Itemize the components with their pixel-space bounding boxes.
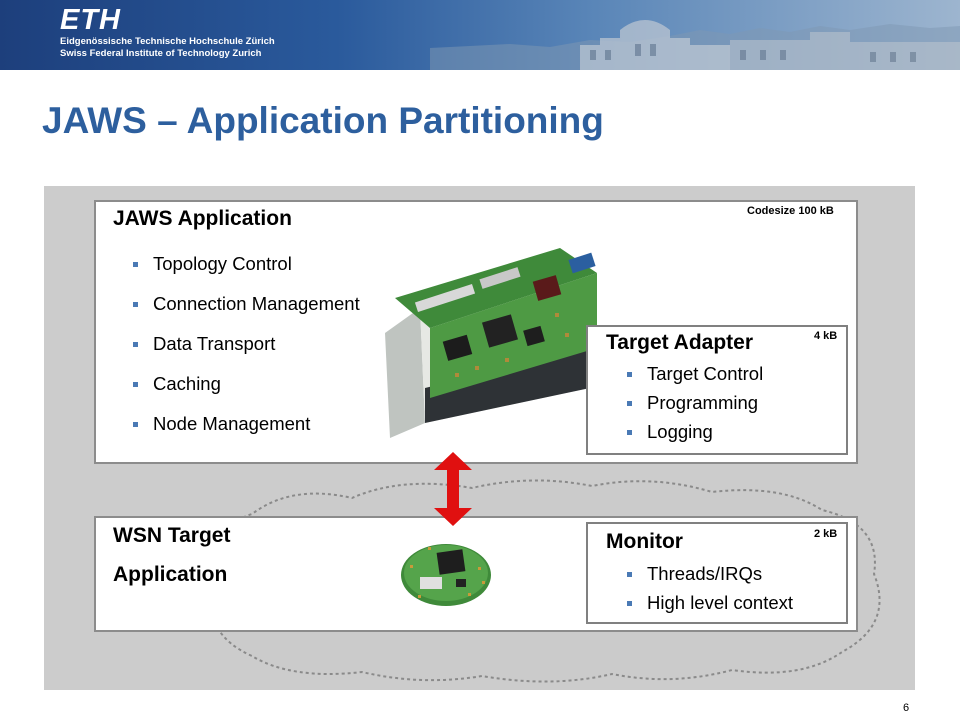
target-adapter-feature-list: Target Control Programming Logging [626, 363, 763, 450]
jaws-feature-list: Topology Control Connection Management D… [132, 252, 360, 452]
list-item: Target Control [626, 363, 763, 392]
list-item: Topology Control [132, 252, 360, 292]
sensor-node-image [401, 544, 491, 606]
eth-name-english: Swiss Federal Institute of Technology Zu… [60, 48, 262, 59]
monitor-heading: Monitor [606, 530, 683, 553]
zurich-skyline-image [430, 20, 960, 70]
wsn-target-heading-line1: WSN Target [113, 524, 231, 547]
page-number: 6 [903, 702, 910, 714]
monitor-size-label: 2 kB [814, 528, 838, 540]
double-arrow-icon [434, 452, 472, 526]
list-item: Programming [626, 392, 763, 421]
eth-header-banner: ETH Eidgenössische Technische Hochschule… [0, 0, 960, 70]
eth-name-german: Eidgenössische Technische Hochschule Zür… [60, 36, 275, 47]
jaws-codesize-label: Codesize 100 kB [747, 205, 834, 217]
monitor-feature-list: Threads/IRQs High level context [626, 563, 793, 621]
circuit-board-image [385, 248, 597, 438]
list-item: Caching [132, 372, 360, 412]
wsn-target-heading-line2: Application [113, 563, 228, 586]
slide-title: JAWS – Application Partitioning [42, 100, 604, 141]
jaws-application-heading: JAWS Application [113, 207, 292, 230]
list-item: Node Management [132, 412, 360, 452]
list-item: Threads/IRQs [626, 563, 793, 592]
eth-logo: ETH [60, 4, 121, 36]
target-adapter-heading: Target Adapter [606, 331, 754, 354]
list-item: Logging [626, 421, 763, 450]
list-item: Data Transport [132, 332, 360, 372]
list-item: Connection Management [132, 292, 360, 332]
target-adapter-size-label: 4 kB [814, 330, 838, 342]
list-item: High level context [626, 592, 793, 621]
